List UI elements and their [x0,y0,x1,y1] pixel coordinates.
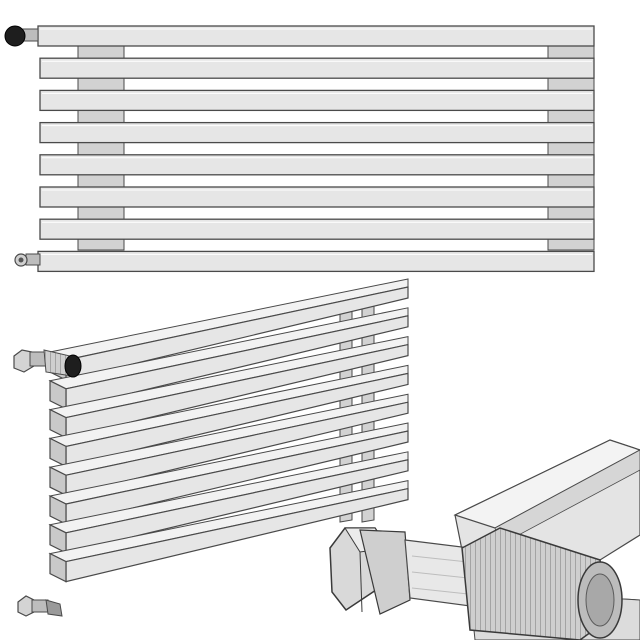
persp-bar-3 [48,335,409,439]
persp-bar-7 [48,451,409,554]
front-lockshield-valve [14,253,41,267]
closeup-valve-stem [404,539,471,607]
front-thermostat-knob [4,25,39,47]
persp-bar-8 [48,479,409,583]
persp-thermostat-head [13,349,82,378]
front-bar-3 [39,89,595,112]
front-bar-4 [39,121,595,144]
front-bar-6 [39,186,595,208]
front-bar-7 [39,218,595,240]
perspective-view [13,278,409,617]
front-bar-5 [39,154,595,176]
front-view [4,25,595,273]
front-bar-2 [39,57,595,79]
closeup-knurled-knob [461,527,623,640]
persp-bar-2 [48,307,409,410]
valve-closeup [329,439,640,640]
persp-bar-6 [48,422,409,525]
persp-bar-4 [48,364,409,468]
persp-bar-5 [48,393,409,497]
persp-lockshield-valve [17,595,63,617]
closeup-hex-nut [329,527,411,615]
